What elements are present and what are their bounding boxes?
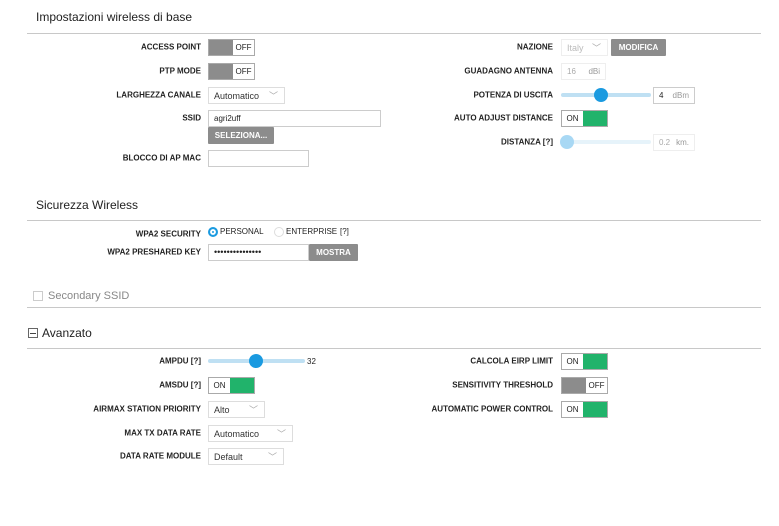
toggle-state: ON xyxy=(209,378,230,393)
ssid-label: SSID xyxy=(182,113,201,123)
distance-label: DISTANZA [?] xyxy=(501,137,553,147)
divider xyxy=(27,307,761,308)
change-country-button[interactable]: MODIFICA xyxy=(611,39,666,56)
value: 4 xyxy=(659,91,664,100)
chevron-down-icon: ﹀ xyxy=(591,43,601,53)
country-select[interactable]: Italy ﹀ xyxy=(561,39,608,56)
personal-radio[interactable] xyxy=(208,227,218,237)
access-point-label: ACCESS POINT xyxy=(140,42,201,52)
amsdu-label: AMSDU [?] xyxy=(159,380,201,390)
data-rate-module-select[interactable]: Default ﹀ xyxy=(208,448,284,465)
airmax-priority-label: AIRMAX STATION PRIORITY xyxy=(93,404,201,414)
channel-width-select[interactable]: Automatico ﹀ xyxy=(208,87,285,104)
channel-width-label: LARGHEZZA CANALE xyxy=(116,90,201,100)
chevron-down-icon: ﹀ xyxy=(268,91,278,101)
ampdu-slider-handle[interactable] xyxy=(249,354,263,368)
chevron-down-icon: ﹀ xyxy=(276,429,286,439)
apc-label: AUTOMATIC POWER CONTROL xyxy=(431,404,553,414)
show-key-button[interactable]: MOSTRA xyxy=(309,244,358,261)
psk-input[interactable]: ••••••••••••••• xyxy=(208,244,309,261)
apc-toggle[interactable]: ON xyxy=(561,401,608,418)
value: 0.2 xyxy=(659,138,671,147)
amsdu-toggle[interactable]: ON xyxy=(208,377,255,394)
secondary-ssid-checkbox[interactable] xyxy=(33,291,43,301)
personal-radio-label[interactable]: PERSONAL xyxy=(220,227,264,236)
max-tx-rate-select[interactable]: Automatico ﹀ xyxy=(208,425,293,442)
toggle-state: ON xyxy=(562,111,583,126)
collapse-icon[interactable] xyxy=(28,328,38,338)
auto-adjust-distance-toggle[interactable]: ON xyxy=(561,110,608,127)
select-value: Italy xyxy=(567,43,584,53)
ampdu-value: 32 xyxy=(307,357,316,366)
toggle-state: OFF xyxy=(233,64,254,79)
ptp-mode-toggle[interactable]: OFF xyxy=(208,63,255,80)
chevron-down-icon: ﹀ xyxy=(248,405,258,415)
ssid-input[interactable]: agri2uff xyxy=(208,110,381,127)
antenna-gain-input[interactable]: 16 dBi xyxy=(561,63,606,80)
chevron-down-icon: ﹀ xyxy=(267,452,277,462)
max-tx-rate-label: MAX TX DATA RATE xyxy=(124,428,201,438)
sensitivity-toggle[interactable]: OFF xyxy=(561,377,608,394)
divider xyxy=(27,348,761,349)
auto-adjust-distance-label: AUTO ADJUST DISTANCE xyxy=(454,113,553,123)
ap-mac-lock-input[interactable] xyxy=(208,150,309,167)
output-power-input[interactable]: 4 dBm xyxy=(653,87,695,104)
select-value: Default xyxy=(214,452,243,462)
distance-input[interactable]: 0.2 km. xyxy=(653,134,695,151)
unit: dBm xyxy=(672,91,689,100)
unit: dBi xyxy=(588,67,600,76)
toggle-state: OFF xyxy=(586,378,607,393)
enterprise-radio-label[interactable]: ENTERPRISE xyxy=(286,227,338,236)
airmax-priority-select[interactable]: Alto ﹀ xyxy=(208,401,265,418)
ampdu-label: AMPDU [?] xyxy=(159,356,201,366)
distance-slider-handle[interactable] xyxy=(560,135,574,149)
enterprise-radio[interactable] xyxy=(274,227,284,237)
section-title-advanced[interactable]: Avanzato xyxy=(42,326,92,340)
select-value: Alto xyxy=(214,405,230,415)
ptp-mode-label: PTP MODE xyxy=(159,66,201,76)
output-power-slider-handle[interactable] xyxy=(594,88,608,102)
country-label: NAZIONE xyxy=(517,42,553,52)
divider xyxy=(27,220,761,221)
psk-label: WPA2 PRESHARED KEY xyxy=(107,247,201,257)
section-title-basic: Impostazioni wireless di base xyxy=(36,10,193,24)
data-rate-module-label: DATA RATE MODULE xyxy=(119,451,201,461)
value: 16 xyxy=(567,67,576,76)
ap-mac-lock-label: BLOCCO DI AP MAC xyxy=(122,153,201,163)
toggle-state: ON xyxy=(562,354,583,369)
help-link[interactable]: [?] xyxy=(340,227,349,236)
select-ssid-button[interactable]: SELEZIONA... xyxy=(208,127,274,144)
select-value: Automatico xyxy=(214,91,260,101)
secondary-ssid-label[interactable]: Secondary SSID xyxy=(48,290,130,302)
antenna-gain-label: GUADAGNO ANTENNA xyxy=(464,66,553,76)
eirp-limit-label: CALCOLA EIRP LIMIT xyxy=(470,356,553,366)
select-value: Automatico xyxy=(214,429,260,439)
toggle-state: ON xyxy=(562,402,583,417)
unit: km. xyxy=(676,138,689,147)
sensitivity-label: SENSITIVITY THRESHOLD xyxy=(452,380,553,390)
output-power-label: POTENZA DI USCITA xyxy=(473,90,553,100)
toggle-state: OFF xyxy=(233,40,254,55)
distance-slider[interactable] xyxy=(561,140,651,144)
access-point-toggle[interactable]: OFF xyxy=(208,39,255,56)
wpa2-security-label: WPA2 SECURITY xyxy=(135,229,201,239)
section-title-security: Sicurezza Wireless xyxy=(36,198,139,212)
eirp-limit-toggle[interactable]: ON xyxy=(561,353,608,370)
divider xyxy=(27,33,761,34)
